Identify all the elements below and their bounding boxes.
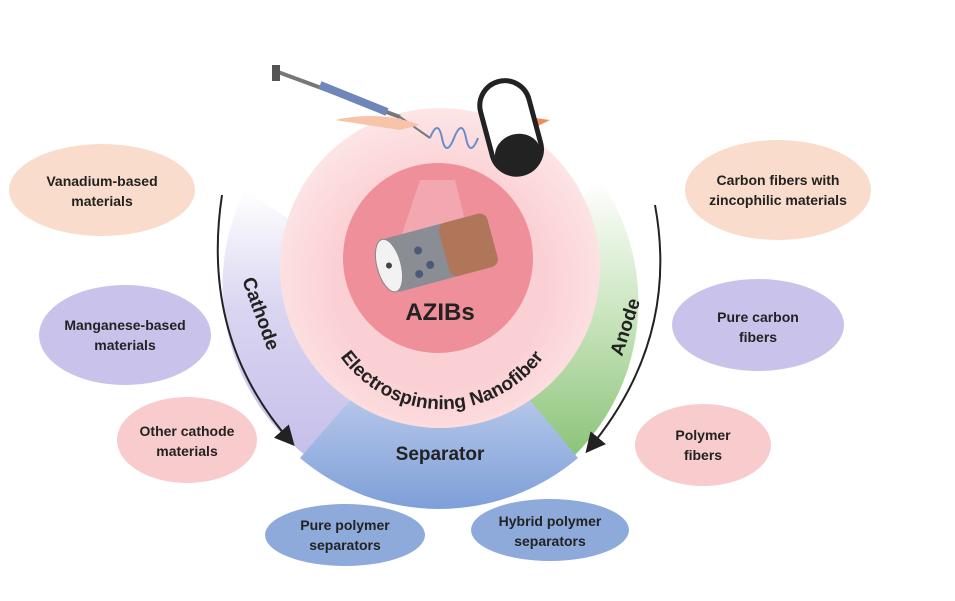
material-carbon-zincophilic: Carbon fibers with zincophilic materials	[685, 140, 871, 240]
material-pure-carbon: Pure carbon fibers	[672, 279, 844, 371]
svg-text:zincophilic materials: zincophilic materials	[709, 192, 847, 208]
svg-text:Hybrid polymer: Hybrid polymer	[499, 513, 602, 529]
material-polymer-fibers: Polymer fibers	[635, 404, 771, 486]
svg-text:materials: materials	[71, 193, 133, 209]
azibs-title: AZIBs	[405, 299, 474, 326]
anode-arrow	[585, 204, 662, 454]
svg-text:separators: separators	[514, 533, 586, 549]
fiber-jet	[429, 127, 479, 149]
separator-label: Separator	[396, 444, 485, 465]
battery-icon	[374, 213, 498, 293]
svg-text:Manganese-based: Manganese-based	[64, 317, 185, 333]
cathode-segment	[222, 190, 350, 455]
svg-text:Vanadium-based: Vanadium-based	[46, 173, 157, 189]
flame-accent-right	[535, 118, 550, 126]
cathode-arrow	[216, 194, 295, 446]
material-other-cathode: Other cathode materials	[117, 397, 257, 483]
svg-text:materials: materials	[94, 337, 156, 353]
material-manganese: Manganese-based materials	[39, 285, 211, 385]
svg-text:materials: materials	[156, 443, 218, 459]
material-pure-polymer-separators: Pure polymer separators	[265, 504, 425, 566]
svg-text:fibers: fibers	[739, 329, 777, 345]
collector-drum-icon	[477, 78, 544, 177]
material-vanadium: Vanadium-based materials	[9, 144, 195, 236]
separator-segment	[300, 398, 578, 509]
svg-text:fibers: fibers	[684, 447, 722, 463]
svg-text:Pure polymer: Pure polymer	[300, 517, 390, 533]
svg-text:Carbon fibers with: Carbon fibers with	[717, 172, 840, 188]
material-hybrid-polymer-separators: Hybrid polymer separators	[471, 499, 629, 561]
svg-text:separators: separators	[309, 537, 381, 553]
flame-accent	[335, 116, 420, 130]
svg-text:Polymer: Polymer	[675, 427, 731, 443]
svg-text:Other cathode: Other cathode	[140, 423, 235, 439]
svg-text:Pure carbon: Pure carbon	[717, 309, 799, 325]
